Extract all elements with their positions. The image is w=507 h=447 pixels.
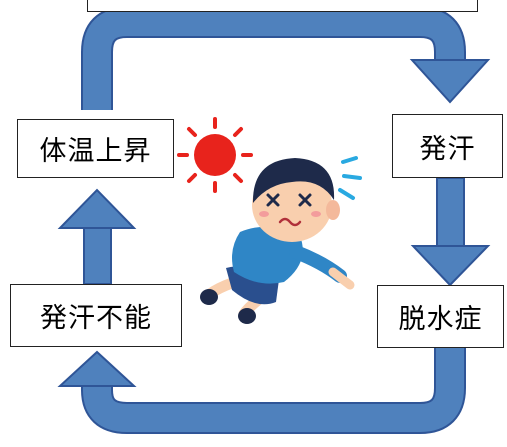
overheated-boy-illustration — [200, 158, 355, 324]
sweat-drops-icon — [338, 156, 362, 200]
arrow-head-top — [409, 59, 491, 104]
label-sweating-failure: 発汗不能 — [10, 284, 182, 347]
arrow-head-left — [57, 188, 137, 229]
arrow-head-right — [410, 245, 491, 287]
label-temperature-rise: 体温上昇 — [17, 119, 174, 178]
sun-icon — [177, 117, 253, 193]
label-dehydration: 脱水症 — [377, 285, 504, 348]
arrow-head-bottom — [57, 350, 137, 387]
top-frame-box — [87, 0, 478, 12]
label-sweating: 発汗 — [392, 114, 503, 178]
